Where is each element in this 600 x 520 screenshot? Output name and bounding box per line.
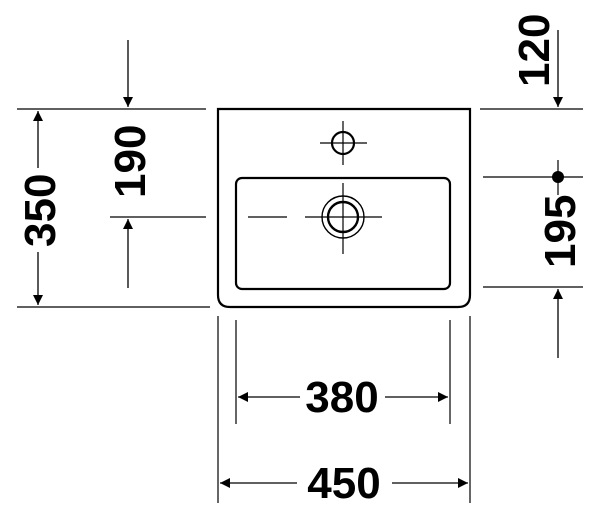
extension-lines xyxy=(17,108,583,503)
drain-icon xyxy=(248,183,382,254)
dimension-label-380: 380 xyxy=(305,373,378,422)
dimension-label-350: 350 xyxy=(16,174,65,247)
dimension-label-195: 195 xyxy=(536,195,585,268)
dimension-label-190: 190 xyxy=(106,125,155,198)
dimension-label-120: 120 xyxy=(510,14,559,87)
basin-outline xyxy=(216,107,472,309)
tap-hole-icon xyxy=(320,121,367,165)
dimension-195 xyxy=(552,171,564,358)
basin-bowl xyxy=(234,176,452,291)
dimension-label-450: 450 xyxy=(307,459,380,508)
